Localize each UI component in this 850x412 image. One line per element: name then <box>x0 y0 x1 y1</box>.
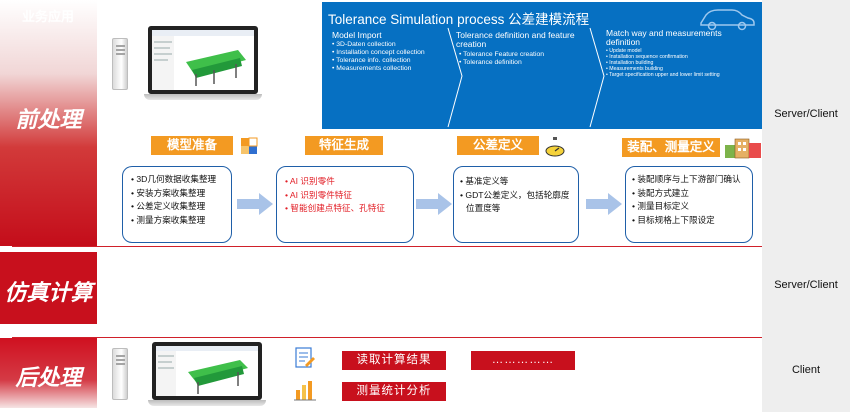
step-label-feature-gen: 特征生成 <box>305 136 383 155</box>
list-item: 测量方案收集整理 <box>131 214 231 228</box>
list-item: 装配方式建立 <box>632 187 752 201</box>
step-label-model-prep: 模型准备 <box>151 136 233 155</box>
step-label-tolerance-def: 公差定义 <box>457 136 539 155</box>
desktop-tower-icon <box>112 38 128 90</box>
banner-item: Measurements collection <box>332 65 448 73</box>
phase-simulation-label: 仿真计算 <box>4 280 93 305</box>
laptop-icon <box>144 26 262 100</box>
deploy-label-preprocess: Server/Client <box>774 108 838 120</box>
banner-column-title: Match way and measurements definition <box>606 28 722 47</box>
list-item: 位置度等 <box>466 203 501 213</box>
ellipsis-button[interactable]: …………… <box>471 351 575 370</box>
banner-item: Measurements building <box>606 66 730 72</box>
flow-arrow-icon <box>586 193 622 215</box>
list-item: 装配顺序与上下游部门确认 <box>632 173 752 187</box>
desktop-tower-icon <box>112 348 128 400</box>
preprocess-band <box>0 0 97 246</box>
process-banner: Tolerance Simulation process 公差建模流程 Mode… <box>322 2 762 129</box>
banner-item: Target specification upper and lower lim… <box>606 72 730 78</box>
postprocess-band <box>0 338 97 408</box>
list-item: 基准定义等 <box>460 175 578 189</box>
step-box-tolerance-def: 基准定义等 GDT公差定义，包括轮廓度 位置度等 <box>453 166 579 243</box>
puzzle-icon <box>241 137 258 154</box>
banner-item: Update model <box>606 48 730 54</box>
list-item: AI 识别零件特征 <box>285 189 413 203</box>
banner-item: Tolerance definition <box>459 59 582 67</box>
stopwatch-icon <box>545 137 565 157</box>
list-item: 安装方案收集整理 <box>131 187 231 201</box>
business-app-header: 业务应用 <box>22 9 75 24</box>
step-label-assembly-measure: 装配、测量定义 <box>622 138 720 157</box>
banner-item: 3D-Daten collection <box>332 41 448 49</box>
banner-title: Tolerance Simulation process 公差建模流程 <box>328 12 590 27</box>
simulation-band <box>0 252 97 324</box>
divider-line <box>12 337 762 338</box>
banner-item: Tolerance info. collection <box>332 57 448 65</box>
read-results-button[interactable]: 读取计算结果 <box>342 351 446 370</box>
banner-item: Installation sequence confirmation <box>606 54 730 60</box>
deploy-label-postprocess: Client <box>791 364 821 376</box>
list-item: 测量目标定义 <box>632 200 752 214</box>
deployment-column <box>762 0 850 412</box>
banner-column-tolerance-definition: Tolerance definition and feature creatio… <box>456 31 582 67</box>
deploy-label-simulation: Server/Client <box>774 279 838 291</box>
building-icon <box>725 138 761 159</box>
banner-item: Tolerance Feature creation <box>459 51 582 59</box>
bar-chart-icon <box>294 381 316 401</box>
list-item: AI 识别零件 <box>285 175 413 189</box>
flow-arrow-icon <box>237 193 273 215</box>
list-item: 智能创建点特征、孔特征 <box>285 202 413 216</box>
divider-line <box>12 246 762 247</box>
step-box-assembly-measure: 装配顺序与上下游部门确认 装配方式建立 测量目标定义 目标规格上下限设定 <box>625 166 753 243</box>
laptop-icon <box>148 342 266 408</box>
phase-postprocess-label: 后处理 <box>15 365 82 390</box>
step-box-feature-gen: AI 识别零件 AI 识别零件特征 智能创建点特征、孔特征 <box>276 166 414 243</box>
banner-column-title: Model Import <box>332 30 382 40</box>
banner-column-model-import: Model Import 3D-Daten collection Install… <box>332 31 448 73</box>
flow-arrow-icon <box>416 193 452 215</box>
measurement-stats-button[interactable]: 测量统计分析 <box>342 382 446 401</box>
list-item: GDT公差定义，包括轮廓度 <box>460 189 578 203</box>
step-box-model-prep: 3D几何数据收集整理 安装方案收集整理 公差定义收集整理 测量方案收集整理 <box>122 166 232 243</box>
banner-column-title: Tolerance definition and feature creatio… <box>456 30 575 49</box>
car-icon <box>700 9 755 31</box>
banner-item: Installation concept collection <box>332 49 448 57</box>
list-item: 3D几何数据收集整理 <box>131 173 231 187</box>
chevron-dividers <box>447 27 605 128</box>
phase-preprocess-label: 前处理 <box>15 107 82 132</box>
banner-column-match-way: Match way and measurements definition Up… <box>606 28 730 79</box>
list-item: 公差定义收集整理 <box>131 200 231 214</box>
list-item: 目标规格上下限设定 <box>632 214 752 228</box>
document-edit-icon <box>295 347 315 368</box>
banner-item: Installation building <box>606 60 730 66</box>
